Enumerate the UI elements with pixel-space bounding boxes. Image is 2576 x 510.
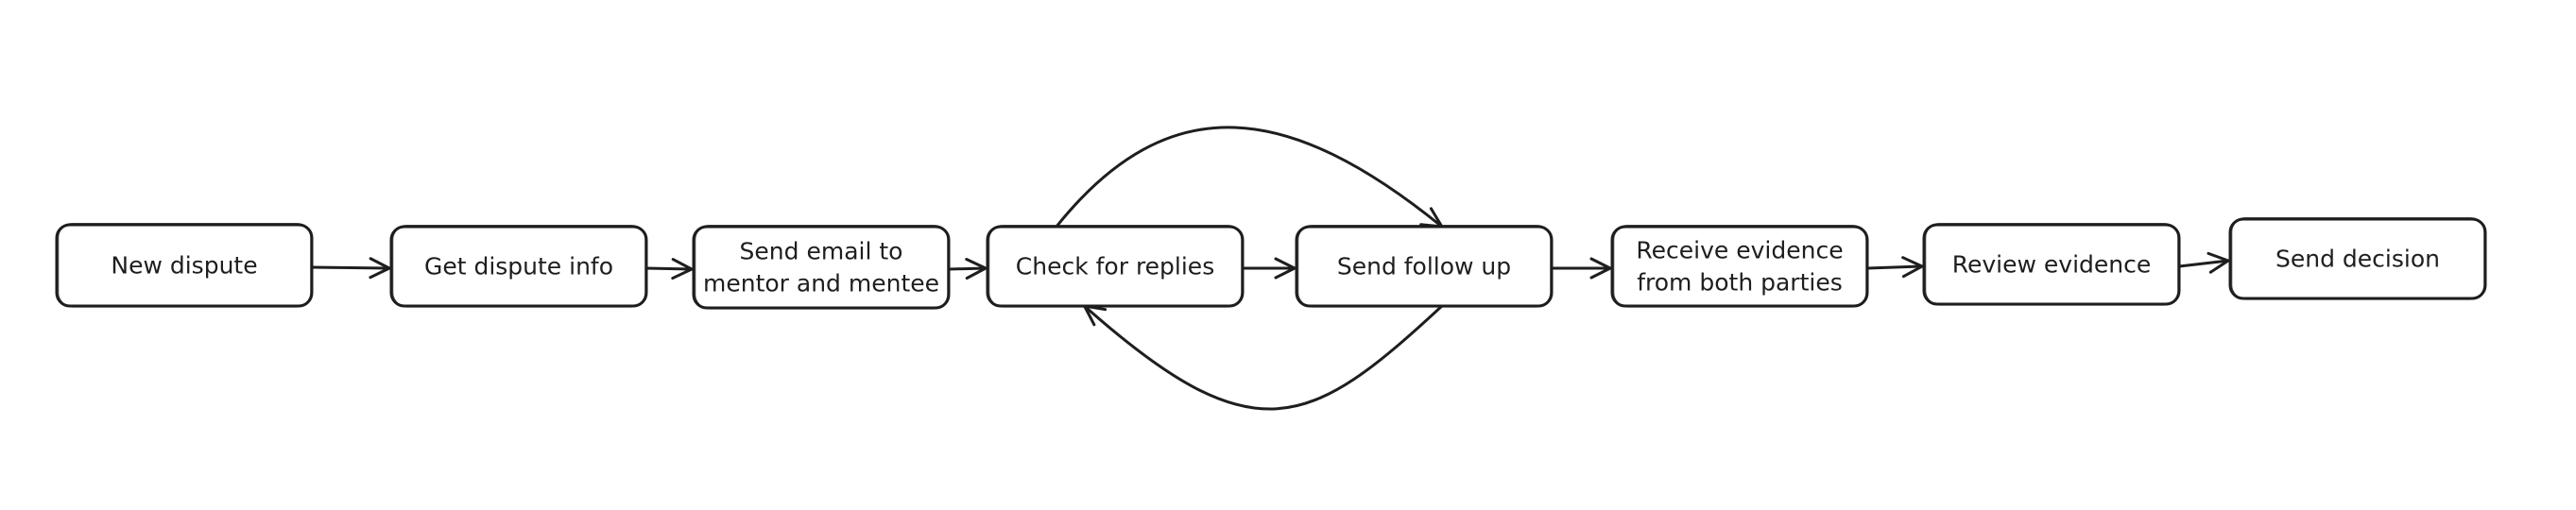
edge-review-evidence-to-send-decision — [2177, 251, 2230, 274]
arrow-head — [1274, 257, 1297, 280]
node-label: from both parties — [1637, 269, 1843, 297]
edge-send-follow-up-to-receive-evidence — [1550, 257, 1612, 280]
arrow-head — [671, 258, 694, 280]
node-label: Send email to — [740, 238, 903, 265]
node-new-dispute: New dispute — [55, 223, 314, 308]
node-label: Check for replies — [1016, 253, 1214, 280]
arrow-head — [2207, 251, 2230, 274]
node-review-evidence: Review evidence — [1922, 223, 2181, 306]
edge-line — [1055, 126, 1444, 229]
node-label: Send follow up — [1337, 253, 1511, 280]
edge-line — [310, 265, 391, 270]
edge-check-for-replies-to-send-follow-up — [1241, 257, 1297, 280]
node-box-sketch — [2230, 217, 2485, 300]
node-box-sketch — [57, 223, 312, 308]
edge-receive-evidence-to-review-evidence — [1865, 256, 1924, 279]
edge-line — [1083, 304, 1444, 411]
arrow-head — [1901, 256, 1924, 279]
arrow-head — [1589, 257, 1612, 280]
node-label: Receive evidence — [1636, 237, 1843, 264]
edge-line — [2177, 259, 2230, 268]
nodes-layer: New dispute Get dispute info Send email to… — [55, 217, 2487, 310]
edge-line — [644, 266, 694, 271]
node-get-dispute-info: Get dispute info — [389, 225, 648, 308]
node-box-sketch — [987, 225, 1243, 308]
node-box-sketch — [391, 225, 646, 308]
edge-get-dispute-info-to-send-email — [644, 258, 694, 280]
node-box-sketch — [1924, 223, 2179, 306]
edge-send-follow-up-to-check-for-replies — [1083, 304, 1444, 411]
edges-layer — [310, 126, 2230, 411]
arrow-head — [965, 258, 987, 280]
node-label: New dispute — [111, 252, 257, 280]
arrow-head — [369, 257, 391, 280]
node-receive-evidence: Receive evidence from both parties — [1610, 225, 1869, 308]
edge-send-email-to-check-for-replies — [947, 258, 987, 280]
edge-line — [1865, 264, 1924, 270]
node-box-sketch — [694, 225, 949, 310]
edge-line — [947, 266, 987, 271]
edge-check-for-replies-to-send-follow-up — [1055, 126, 1444, 229]
node-send-email: Send email to mentor and mentee — [692, 225, 951, 310]
node-label: Send decision — [2275, 246, 2440, 273]
node-send-follow-up: Send follow up — [1295, 225, 1554, 308]
node-label: Review evidence — [1952, 251, 2152, 279]
node-label: mentor and mentee — [703, 270, 939, 298]
edge-new-dispute-to-get-dispute-info — [310, 257, 391, 280]
node-label: Get dispute info — [424, 253, 613, 280]
node-check-for-replies: Check for replies — [986, 225, 1245, 308]
node-send-decision: Send decision — [2228, 217, 2487, 300]
node-box-sketch — [1297, 225, 1552, 308]
node-box-sketch — [1612, 225, 1867, 308]
